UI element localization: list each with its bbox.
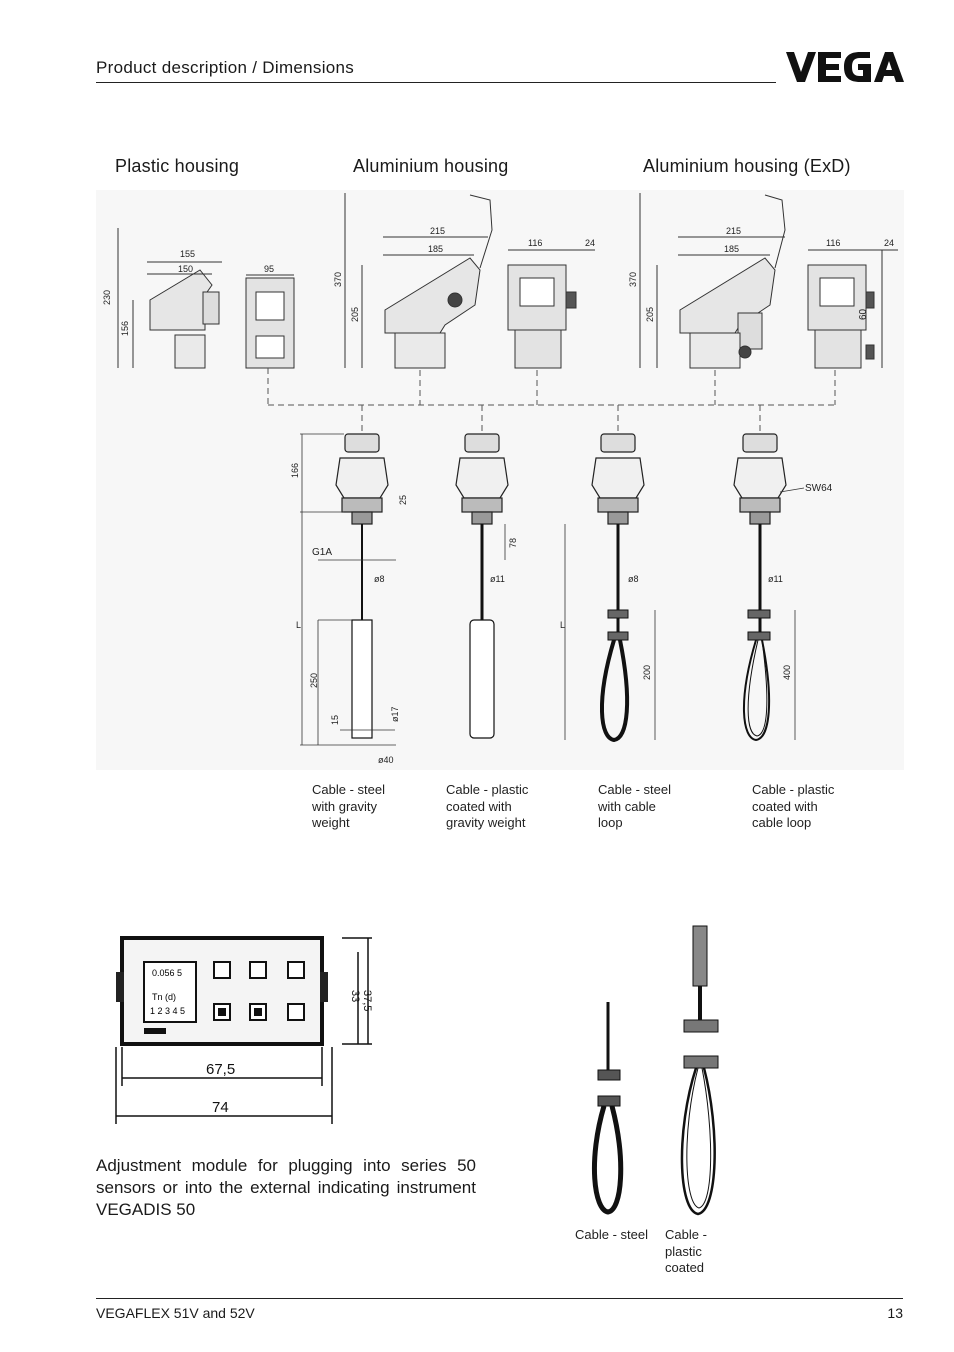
svg-text:116: 116 [826,238,840,248]
svg-text:24: 24 [585,238,595,248]
heading-aluminium-housing-exd: Aluminium housing (ExD) [643,156,851,176]
svg-text:ø8: ø8 [628,574,639,584]
svg-text:ø40: ø40 [378,755,394,765]
aluminium-housing-side [344,193,493,369]
footer-product-name: VEGAFLEX 51V and 52V [96,1305,255,1321]
display-line-2: Tn (d) [152,992,176,1002]
svg-text:155: 155 [180,249,195,259]
plastic-housing-side [117,228,222,369]
svg-text:116: 116 [528,238,542,248]
svg-text:78: 78 [508,538,518,548]
cable-pictures [592,925,719,1216]
dimension-labels: 155 150 95 215 185 116 24 215 185 116 24 ø8 ø1… [178,226,894,765]
svg-text:400: 400 [782,665,792,680]
dim-33: 33 [349,990,361,1002]
svg-text:250: 250 [309,673,319,688]
heading-aluminium-housing: Aluminium housing [353,156,509,176]
caption-cable-plastic-coated: Cable - plastic coated [665,1227,707,1275]
caption-steel-gravity-weight: Cable - steel with gravity weight [312,782,385,830]
dim-37-5: 37,5 [361,990,373,1011]
svg-text:205: 205 [645,307,655,322]
adjustment-module-description: Adjustment module for plugging into seri… [96,1156,476,1219]
footer-page-number: 13 [887,1305,903,1321]
plastic-housing-front [245,274,295,369]
svg-text:L: L [560,620,565,630]
header-rule [96,82,776,83]
caption-plastic-cable-loop: Cable - plastic coated with cable loop [752,782,835,830]
display-line-3: 1 2 3 4 5 [150,1006,185,1016]
dimension-drawing: G1A 60 SW64 155 150 95 215 185 116 24 215 18… [102,193,898,765]
aluminium-exd-housing-side [639,193,786,369]
adjustment-module-drawing: 0.056 5 Tn (d) 1 2 3 4 5 67,5 74 37,5 33 [115,936,373,1124]
heading-plastic-housing: Plastic housing [115,156,240,176]
svg-text:ø17: ø17 [390,706,400,722]
svg-text:205: 205 [350,307,360,322]
probe-heads [335,433,787,525]
svg-text:ø11: ø11 [490,574,505,584]
svg-text:200: 200 [642,665,652,680]
svg-text:166: 166 [290,463,300,478]
svg-text:60: 60 [858,308,869,320]
svg-text:150: 150 [178,264,193,274]
aluminium-housing-front [507,249,595,369]
caption-cable-steel: Cable - steel [575,1227,648,1242]
dim-74: 74 [212,1099,229,1116]
svg-text:L: L [296,620,301,630]
svg-text:ø8: ø8 [374,574,385,584]
caption-plastic-gravity-weight: Cable - plastic coated with gravity weig… [446,782,529,830]
svg-text:230: 230 [102,290,112,305]
svg-text:156: 156 [120,321,130,336]
caption-steel-cable-loop: Cable - steel with cable loop [598,782,671,830]
svg-text:SW64: SW64 [805,483,833,494]
svg-text:370: 370 [333,272,343,287]
svg-text:25: 25 [398,495,408,505]
svg-text:15: 15 [330,715,340,725]
svg-text:95: 95 [264,264,274,274]
svg-text:185: 185 [428,244,443,254]
page-header-title: Product description / Dimensions [96,58,355,77]
display-line-1: 0.056 5 [152,968,182,978]
svg-text:215: 215 [726,226,741,236]
svg-text:ø11: ø11 [768,574,783,584]
footer-rule [96,1298,903,1299]
svg-text:215: 215 [430,226,445,236]
svg-text:185: 185 [724,244,739,254]
dim-67-5: 67,5 [206,1061,235,1078]
aluminium-exd-housing-front [807,249,898,369]
probe-cables [351,524,771,743]
vega-logo [786,52,904,82]
dim-g1a: G1A [312,547,332,558]
svg-text:370: 370 [628,272,638,287]
svg-text:24: 24 [884,238,894,248]
